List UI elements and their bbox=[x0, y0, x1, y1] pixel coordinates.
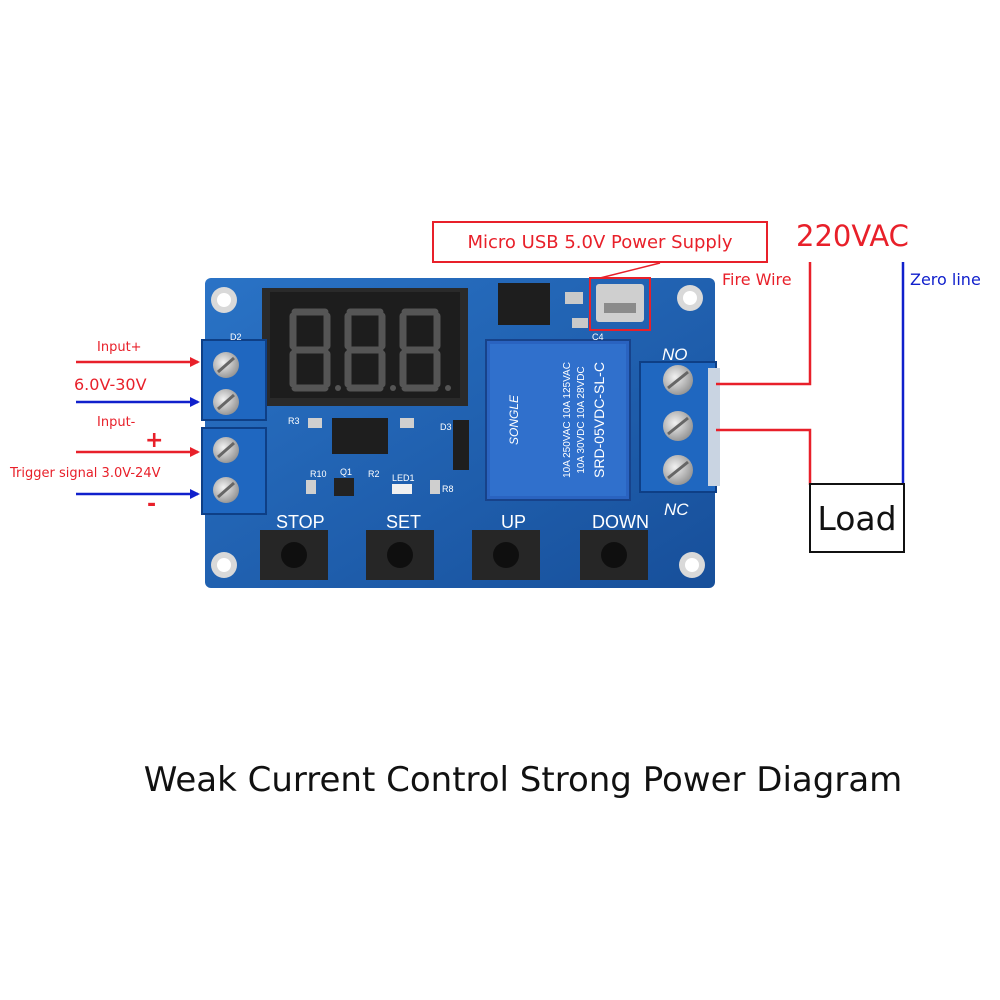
stop-button[interactable] bbox=[260, 530, 328, 580]
silk-q1: Q1 bbox=[340, 467, 352, 477]
regulator-chip bbox=[498, 283, 550, 325]
input-terminal-block bbox=[201, 339, 267, 421]
relay: SONGLE 10A 250VAC 10A 125VAC 10A 30VDC 1… bbox=[485, 339, 631, 501]
svg-text:SRD-05VDC-SL-C: SRD-05VDC-SL-C bbox=[591, 362, 607, 478]
seven-segment-display bbox=[262, 288, 468, 406]
button-row: STOP SET UP DOWN bbox=[260, 512, 649, 580]
silk-led1: LED1 bbox=[392, 473, 415, 483]
input-arrows bbox=[76, 357, 200, 499]
input-plus-label: Input+ bbox=[97, 340, 142, 355]
svg-text:10A 250VAC 10A 125VAC: 10A 250VAC 10A 125VAC bbox=[562, 362, 573, 478]
svg-text:SONGLE: SONGLE bbox=[507, 394, 521, 445]
micro-usb-port bbox=[589, 262, 661, 331]
fire-wire bbox=[716, 262, 812, 485]
svg-text:10A 30VDC 10A 28VDC: 10A 30VDC 10A 28VDC bbox=[576, 366, 587, 473]
mounting-holes bbox=[211, 285, 705, 578]
silk-d2: D2 bbox=[230, 332, 242, 342]
up-button[interactable] bbox=[472, 530, 540, 580]
terminal-no-label: NO bbox=[662, 345, 688, 364]
terminal-nc-label: NC bbox=[664, 500, 689, 519]
stop-button-label: STOP bbox=[276, 512, 325, 532]
silk-r2: R2 bbox=[368, 469, 380, 479]
trigger-terminal-block bbox=[201, 427, 267, 515]
small-components bbox=[306, 418, 469, 496]
silk-r10: R10 bbox=[310, 469, 327, 479]
down-button[interactable] bbox=[580, 530, 648, 580]
relay-terminal-block bbox=[639, 361, 720, 493]
fire-wire-label: Fire Wire bbox=[722, 270, 792, 289]
trigger-plus-label: + bbox=[145, 428, 164, 453]
up-button-label: UP bbox=[501, 512, 526, 532]
usb-power-label: Micro USB 5.0V Power Supply bbox=[432, 221, 768, 263]
set-button-label: SET bbox=[386, 512, 421, 532]
trigger-minus-label: - bbox=[147, 492, 157, 517]
silk-d3: D3 bbox=[440, 422, 452, 432]
silk-r3: R3 bbox=[288, 416, 300, 426]
vac-label: 220VAC bbox=[796, 219, 909, 253]
trigger-signal-label: Trigger signal 3.0V-24V bbox=[10, 466, 161, 481]
zero-line-label: Zero line bbox=[910, 270, 981, 289]
down-button-label: DOWN bbox=[592, 512, 649, 532]
set-button[interactable] bbox=[366, 530, 434, 580]
load-box: Load bbox=[809, 483, 905, 553]
input-minus-label: Input- bbox=[97, 415, 136, 430]
silk-c4: C4 bbox=[592, 332, 604, 342]
voltage-range-label: 6.0V-30V bbox=[74, 375, 147, 394]
silkscreen-labels: D2 R3 R10 Q1 R2 LED1 R8 C4 D3 bbox=[230, 332, 604, 494]
silk-r8: R8 bbox=[442, 484, 454, 494]
diagram-caption: Weak Current Control Strong Power Diagra… bbox=[143, 760, 903, 800]
